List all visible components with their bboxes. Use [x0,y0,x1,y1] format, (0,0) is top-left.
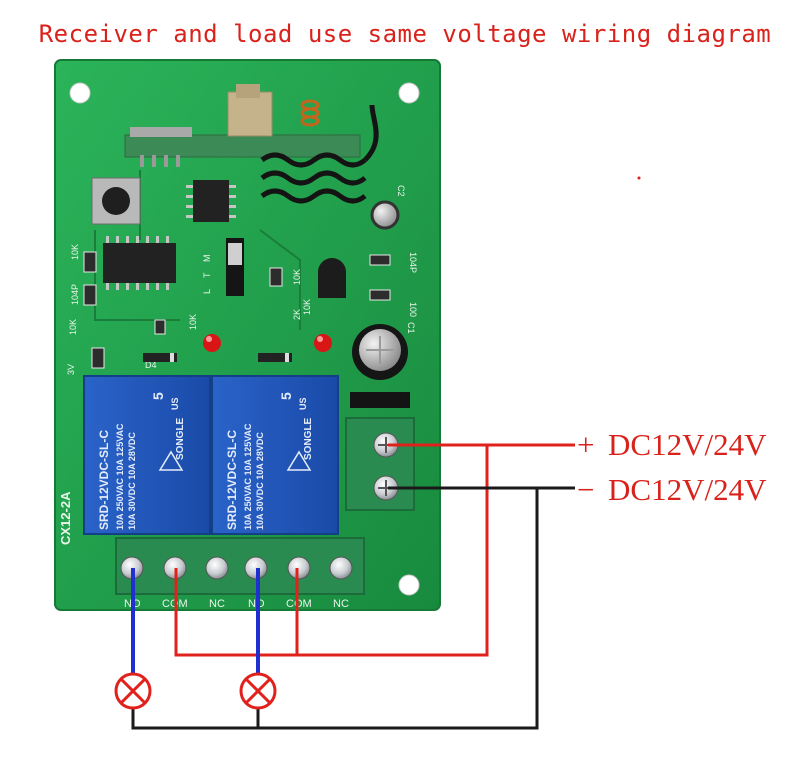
capacitors [350,200,410,408]
relay-pins: 5 [150,392,166,400]
mount-hole-icon [398,82,420,104]
relay-rating: 10A 250VAC 10A 125VAC [115,423,125,530]
diagram-title: Receiver and load use same voltage wirin… [38,20,772,48]
jumper-label: L [202,289,212,294]
mount-hole-icon [69,82,91,104]
silkscreen-labels: 10K 104P 10K 10K 10K 10K 2K 100 C2 104P … [58,185,418,545]
relay-cert: US [298,397,308,410]
relay-brand: SONGLE [175,417,186,460]
relay-rating: 10A 30VDC 10A 28VDC [255,432,265,530]
load-wire [131,568,260,675]
power-terminal [345,417,415,511]
smd-components [83,251,391,369]
terminal-label-com: COM [286,598,312,610]
resistor-label: 10K [302,299,312,315]
terminal-label-nc: NC [333,598,349,610]
relay-right: SRD-12VDC-SL-C 10A 250VAC 10A 125VAC 10A… [211,375,339,535]
capacitor-label: 104P [70,284,80,305]
resistor-label: 10K [188,314,198,330]
warning-icon [286,450,312,471]
wiring [131,443,575,730]
warning-icon [158,450,184,471]
capacitor-label: C2 [396,185,406,197]
mount-hole-icon [398,574,420,596]
mode-jumper: M T L [202,238,244,296]
capacitor-label: 104P [408,252,418,273]
resistor-label: 10K [68,319,78,335]
terminal-screws [120,556,353,580]
lamp-icon [239,672,277,710]
jumper-label: M [202,255,212,263]
learn-button [91,177,141,225]
output-terminal: NO COM NC NO COM NC [115,537,365,610]
positive-supply-label: DC12V/24V [608,427,767,462]
resistor-label: 10K [292,269,302,285]
supply-labels: + DC12V/24V − DC12V/24V [577,427,767,507]
relay-model: SRD-12VDC-SL-C [97,430,111,530]
relay-pins: 5 [278,392,294,400]
diode-label: D4 [145,360,157,370]
relay-cert: US [170,397,180,410]
relay-left: SRD-12VDC-SL-C 10A 250VAC 10A 125VAC 10A… [83,375,211,535]
positive-wire [174,443,575,657]
transistor [318,258,346,298]
resistor-label: 100 [408,302,418,317]
jumper-label: T [202,272,212,278]
negative-sign: − [577,472,594,507]
capacitor-label: C1 [406,322,416,334]
relay-model: SRD-12VDC-SL-C [225,430,239,530]
status-leds [203,334,332,352]
board-model-label: CX12-2A [58,491,73,545]
negative-wire [131,486,575,730]
rf-module [124,84,379,204]
resistor-label: 2K [292,309,302,320]
diodes [143,353,292,362]
negative-supply-label: DC12V/24V [608,472,767,507]
relay-brand: SONGLE [303,417,314,460]
resistor-label: 10K [70,244,80,260]
test-label: 3V [66,364,76,375]
ic-chips [103,180,236,290]
relay-rating: 10A 30VDC 10A 28VDC [127,432,137,530]
positive-sign: + [577,427,594,462]
lamp-icon [114,672,152,710]
terminal-label-nc: NC [209,598,225,610]
relay-rating: 10A 250VAC 10A 125VAC [243,423,253,530]
